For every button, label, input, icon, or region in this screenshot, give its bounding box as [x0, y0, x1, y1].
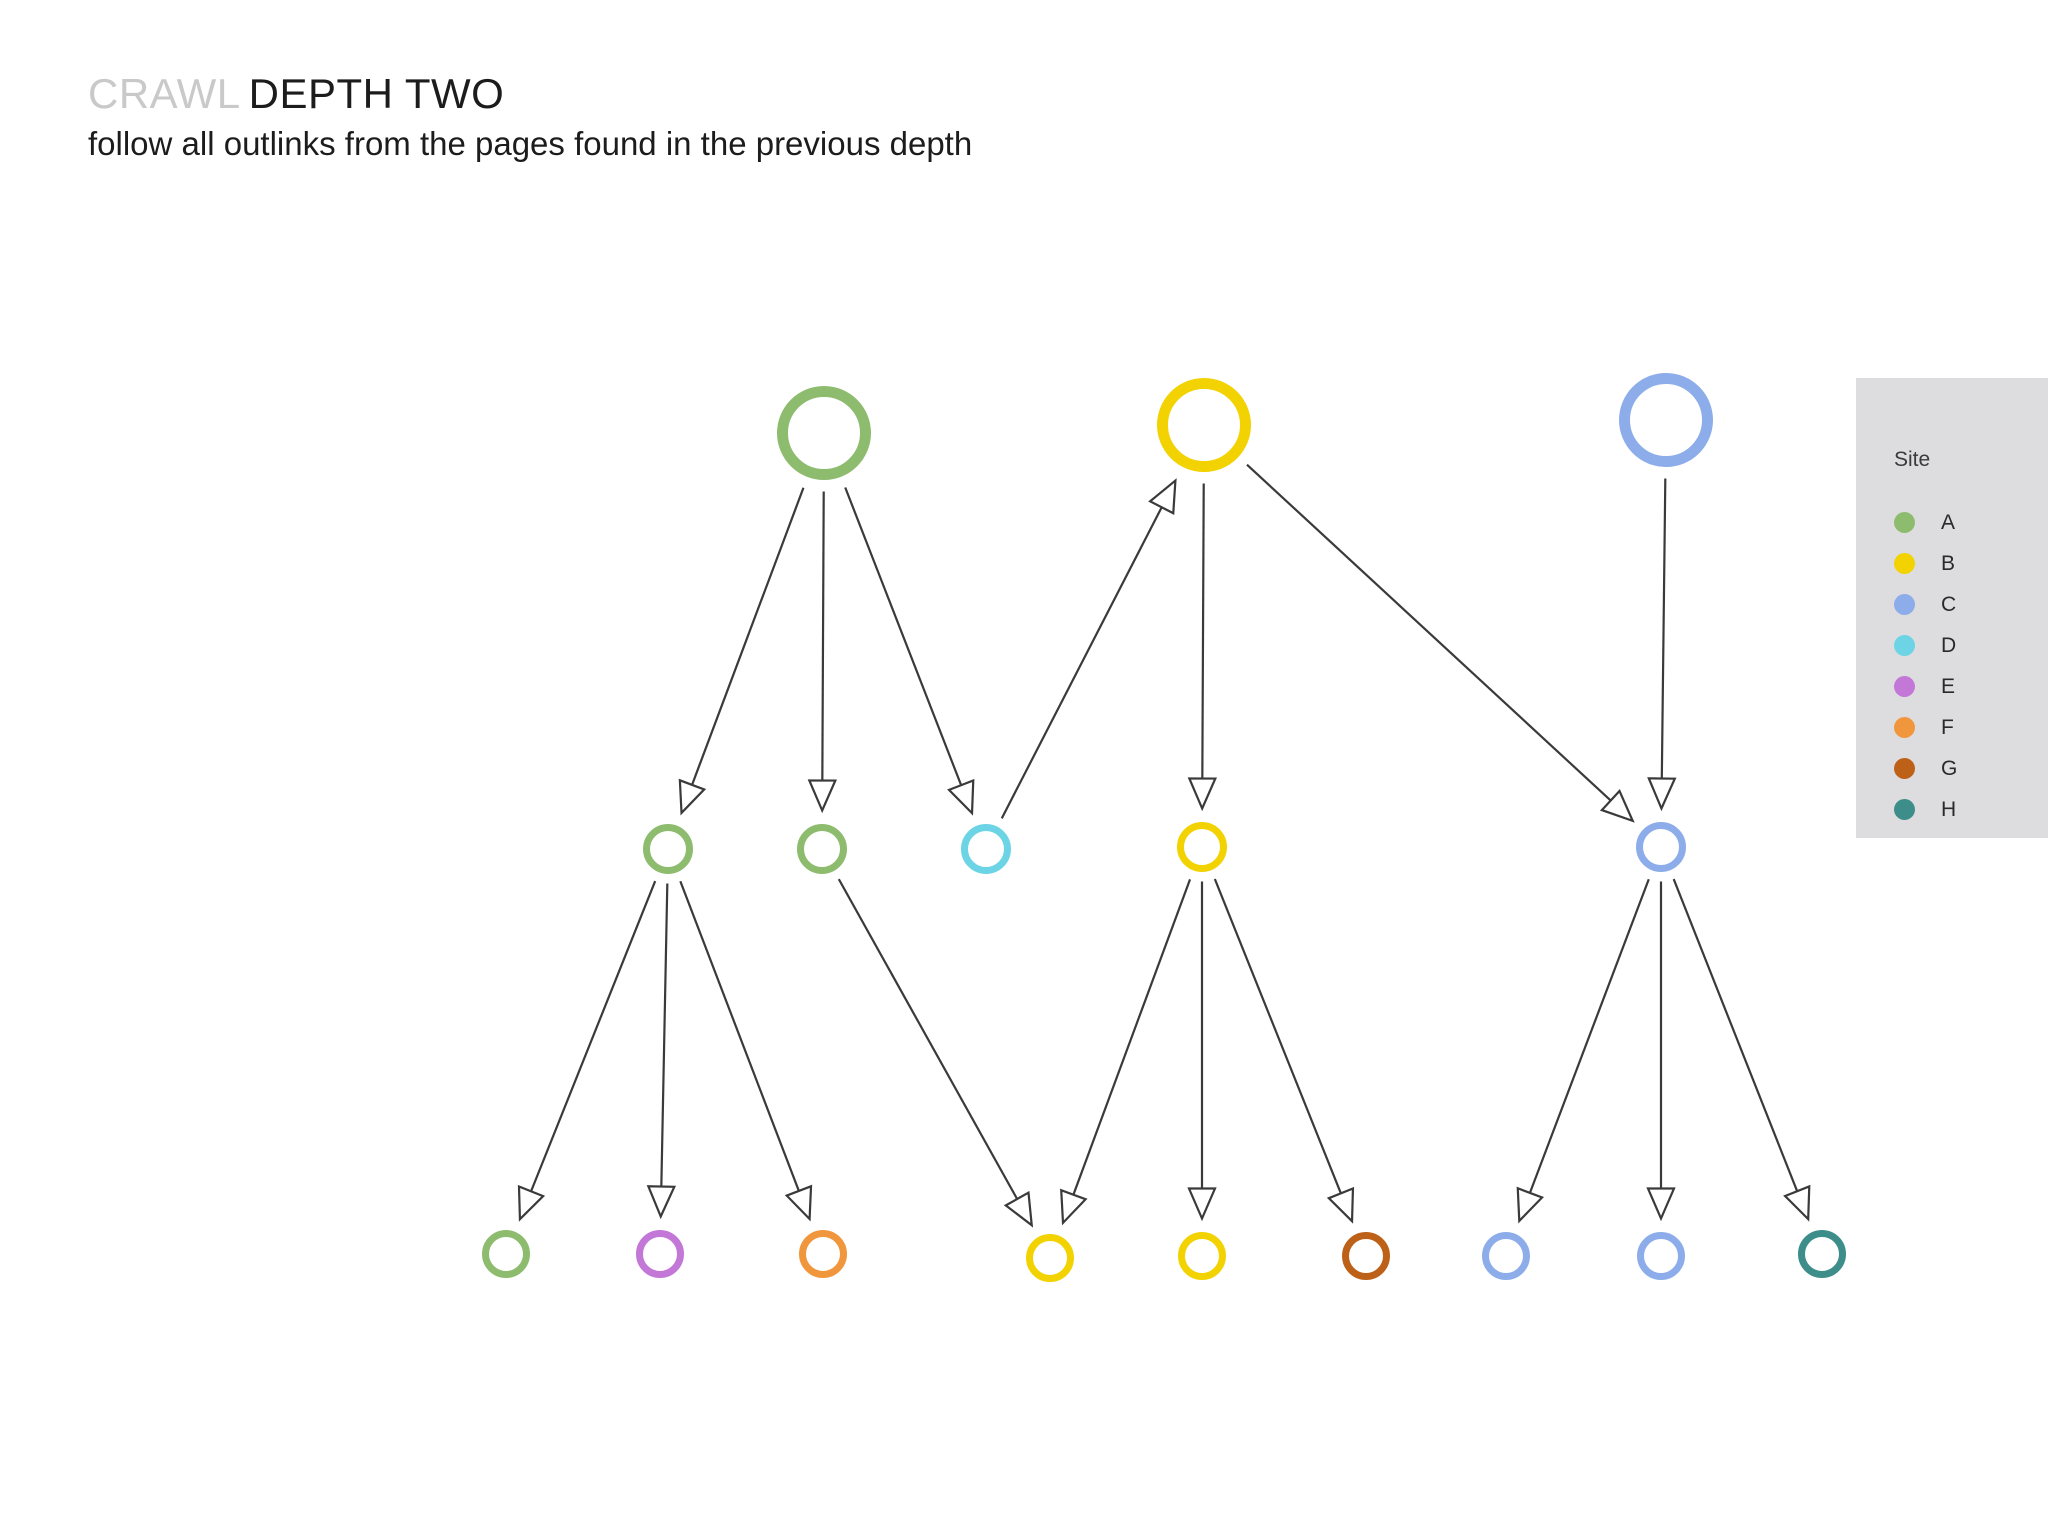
graph-node-site-a[interactable] [482, 1230, 530, 1278]
graph-node-site-c[interactable] [1619, 373, 1713, 467]
legend-item-label: D [1941, 634, 1957, 657]
legend-swatch-icon [1894, 758, 1915, 779]
legend-item-label: B [1941, 552, 1956, 575]
title-prefix: CRAWL [88, 70, 241, 117]
legend-swatch-icon [1894, 676, 1915, 697]
graph-node-site-b[interactable] [1026, 1234, 1074, 1282]
legend-item-label: A [1941, 511, 1956, 534]
graph-node-site-d[interactable] [961, 824, 1011, 874]
graph-node-site-c[interactable] [1482, 1232, 1530, 1280]
graph-node-site-a[interactable] [777, 386, 871, 480]
graph-node-site-e[interactable] [636, 1230, 684, 1278]
legend-item-label: E [1941, 675, 1956, 698]
legend-item-label: H [1941, 798, 1957, 821]
legend-swatch-icon [1894, 512, 1915, 533]
legend-item-h[interactable]: H [1894, 789, 1957, 830]
graph-node-site-a[interactable] [797, 824, 847, 874]
title-main: DEPTH TWO [248, 70, 505, 117]
graph-node-site-b[interactable] [1178, 1232, 1226, 1280]
legend-item-d[interactable]: D [1894, 625, 1957, 666]
graph-node-site-h[interactable] [1798, 1230, 1846, 1278]
legend-item-label: G [1941, 757, 1958, 780]
graph-node-site-c[interactable] [1637, 1232, 1685, 1280]
legend-item-f[interactable]: F [1894, 707, 1957, 748]
legend-swatch-icon [1894, 553, 1915, 574]
legend-swatch-icon [1894, 799, 1915, 820]
legend-title: Site [1894, 448, 1931, 471]
graph-node-site-a[interactable] [643, 824, 693, 874]
legend-swatch-icon [1894, 717, 1915, 738]
legend-item-label: C [1941, 593, 1957, 616]
legend-item-label: F [1941, 716, 1954, 739]
legend-item-b[interactable]: B [1894, 543, 1957, 584]
graph-node-site-f[interactable] [799, 1230, 847, 1278]
legend-item-a[interactable]: A [1894, 502, 1957, 543]
graph-node-site-b[interactable] [1157, 378, 1251, 472]
graph-node-site-b[interactable] [1177, 822, 1227, 872]
graph-node-site-c[interactable] [1636, 822, 1686, 872]
legend-item-c[interactable]: C [1894, 584, 1957, 625]
legend-swatch-icon [1894, 594, 1915, 615]
graph-node-site-g[interactable] [1342, 1232, 1390, 1280]
page-subtitle: follow all outlinks from the pages found… [88, 125, 973, 163]
legend-swatch-icon [1894, 635, 1915, 656]
legend-item-g[interactable]: G [1894, 748, 1957, 789]
legend-item-e[interactable]: E [1894, 666, 1957, 707]
